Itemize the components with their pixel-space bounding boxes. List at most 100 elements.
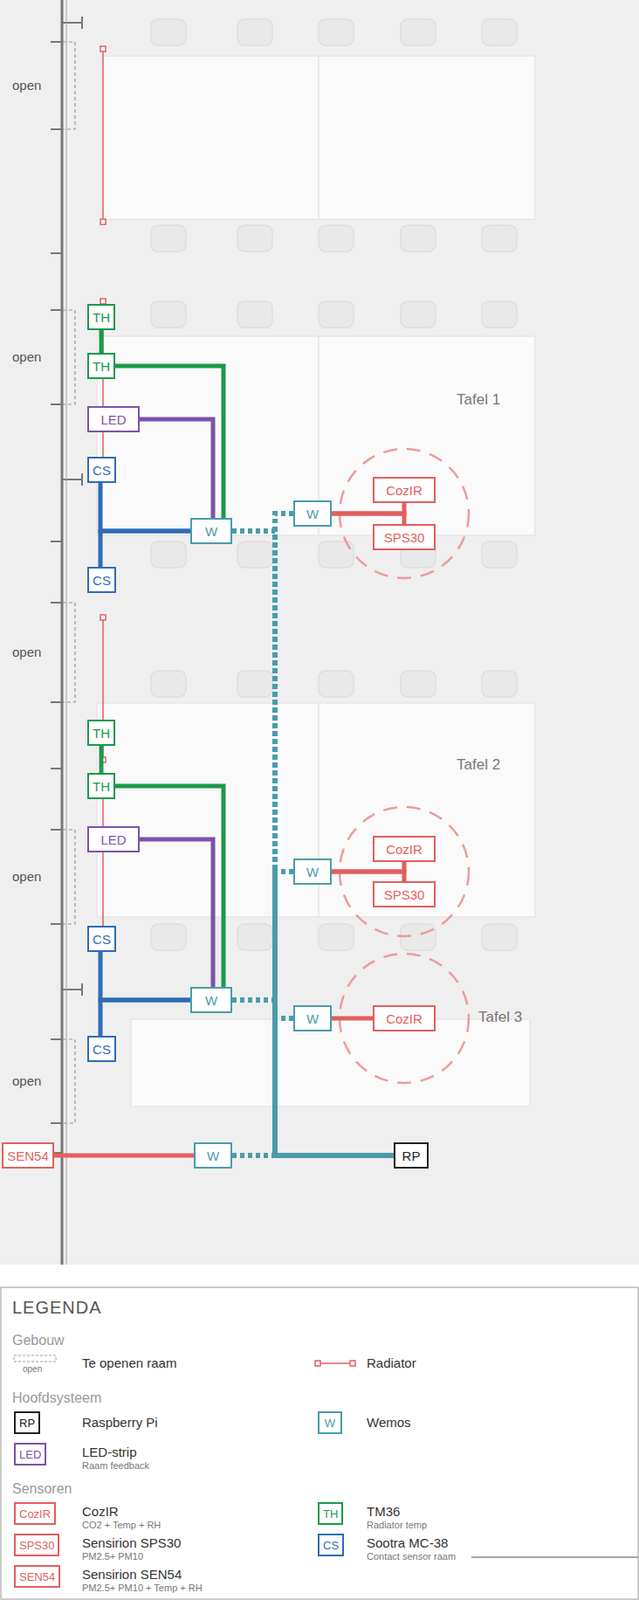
wire bbox=[139, 419, 213, 518]
wemos-box: W bbox=[293, 500, 332, 527]
wire bbox=[331, 513, 405, 524]
chair bbox=[481, 225, 517, 252]
legend-text: Sensirion SEN54 bbox=[82, 1566, 182, 1581]
legend-text: Sensirion SPS30 bbox=[82, 1534, 181, 1550]
wire bbox=[139, 838, 213, 987]
chair bbox=[237, 923, 273, 950]
legend-sample: TH bbox=[317, 1501, 344, 1525]
node-text: CS bbox=[92, 572, 111, 588]
air-sensor: CozIR bbox=[372, 476, 436, 503]
chair bbox=[481, 541, 517, 568]
chair bbox=[400, 670, 436, 697]
label: open bbox=[22, 1363, 42, 1374]
node-text: TH bbox=[92, 725, 110, 741]
air-sensor: CozIR bbox=[372, 835, 436, 862]
legend-text: Radiator bbox=[366, 1354, 417, 1370]
chair bbox=[151, 19, 186, 46]
led-strip: LED bbox=[87, 825, 140, 852]
label: open bbox=[12, 77, 42, 93]
chair bbox=[237, 541, 273, 568]
chair bbox=[400, 301, 436, 328]
node-text: RP bbox=[402, 1147, 421, 1163]
label: open bbox=[12, 644, 42, 660]
label: Tafel 2 bbox=[456, 755, 501, 774]
chair bbox=[237, 670, 273, 697]
node-text: CS bbox=[92, 931, 111, 947]
node-text: W bbox=[205, 992, 218, 1008]
chair bbox=[151, 923, 186, 950]
radiator-sensor: TH bbox=[87, 352, 116, 379]
contact-sensor: CS bbox=[87, 456, 117, 483]
label: Gebouw bbox=[12, 1332, 65, 1348]
chair bbox=[151, 225, 186, 252]
legend-text: TM36 bbox=[366, 1503, 400, 1519]
wire bbox=[54, 1153, 194, 1158]
chair bbox=[481, 19, 517, 46]
wemos-box: W bbox=[293, 858, 332, 885]
node-text: W bbox=[206, 1147, 220, 1163]
air-sensor: SPS30 bbox=[372, 880, 436, 907]
node-text: SPS30 bbox=[384, 886, 426, 902]
node-text: TH bbox=[92, 778, 110, 794]
label: PM2.5+ PM10 + Temp + RH bbox=[82, 1581, 203, 1593]
node-text: CozIR bbox=[385, 1010, 423, 1026]
label: Raam feedback bbox=[82, 1459, 150, 1471]
wifi-link bbox=[274, 1017, 394, 1155]
node-text: W bbox=[306, 506, 319, 522]
node-text: CozIR bbox=[385, 482, 423, 498]
label: Contact sensor raam bbox=[366, 1550, 456, 1561]
wire bbox=[100, 999, 191, 1036]
label: Radiator temp bbox=[366, 1518, 427, 1530]
radiator-sensor: TH bbox=[87, 719, 116, 746]
node-text: W bbox=[205, 523, 218, 539]
raspberry-pi: RP bbox=[393, 1141, 429, 1169]
node-text: W bbox=[306, 1010, 319, 1026]
chair bbox=[400, 225, 436, 252]
air-sensor: SEN54 bbox=[1, 1141, 55, 1169]
wire bbox=[115, 365, 224, 518]
node-text: W bbox=[306, 864, 319, 880]
node-text: SPS30 bbox=[384, 529, 426, 545]
legend-text: CozIR bbox=[82, 1503, 119, 1519]
label: Tafel 1 bbox=[456, 391, 501, 409]
wemos-box: W bbox=[293, 1004, 332, 1031]
chair bbox=[151, 541, 186, 568]
label: Tafel 3 bbox=[478, 1008, 523, 1026]
node-text: CS bbox=[92, 1041, 111, 1057]
radiator-sensor: TH bbox=[87, 772, 116, 799]
node-text: CozIR bbox=[385, 841, 423, 857]
legend-text: Te openen raam bbox=[82, 1354, 177, 1370]
node-text: CS bbox=[92, 462, 111, 478]
wire bbox=[99, 329, 104, 353]
air-sensor: CozIR bbox=[372, 1004, 436, 1031]
wire bbox=[331, 871, 405, 881]
legend-sample: W bbox=[317, 1410, 343, 1434]
wire bbox=[100, 530, 191, 567]
legend-sample: CozIR bbox=[13, 1501, 56, 1525]
chair bbox=[318, 301, 354, 328]
chair bbox=[400, 19, 436, 46]
wifi-link bbox=[274, 513, 394, 1155]
led-strip: LED bbox=[87, 405, 140, 433]
legend-text: LED-strip bbox=[82, 1443, 138, 1459]
wire bbox=[331, 1016, 373, 1021]
chair bbox=[318, 19, 354, 46]
label: Sensoren bbox=[12, 1480, 73, 1497]
chair bbox=[318, 225, 354, 252]
wemos-box: W bbox=[190, 986, 233, 1013]
node-text: TH bbox=[92, 358, 110, 374]
chair bbox=[318, 923, 354, 950]
air-sensor: SPS30 bbox=[372, 523, 436, 550]
chair bbox=[481, 923, 517, 950]
label: LEGENDA bbox=[12, 1297, 103, 1318]
label: CO2 + Temp + RH bbox=[82, 1518, 161, 1530]
label: Hoofdsysteem bbox=[12, 1389, 102, 1406]
chair bbox=[481, 301, 517, 328]
legend-sample: RP bbox=[13, 1410, 41, 1434]
wifi-link bbox=[232, 1152, 394, 1158]
node-text: SEN54 bbox=[6, 1147, 49, 1163]
label: PM2.5+ PM10 bbox=[82, 1550, 144, 1561]
wemos-box: W bbox=[193, 1141, 233, 1169]
wire bbox=[100, 482, 191, 531]
